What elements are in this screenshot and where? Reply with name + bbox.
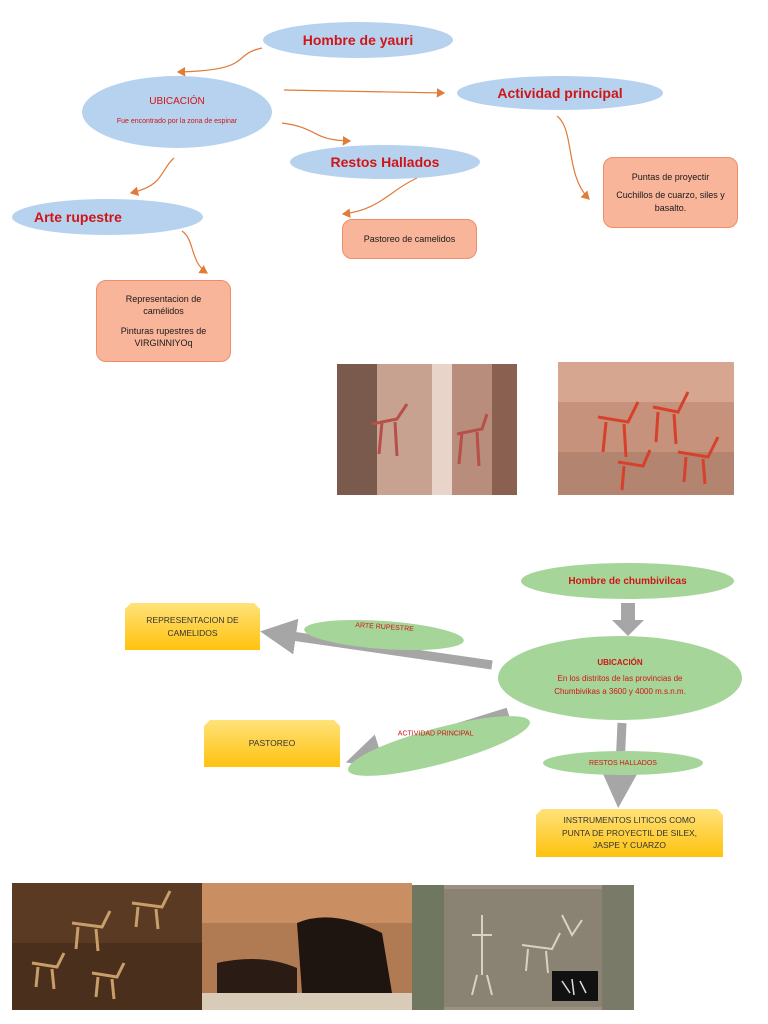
connector-ubicacion-to-restos bbox=[281, 122, 352, 146]
connector-ubicacion-to-actividad bbox=[283, 88, 446, 98]
node-arte-rupestre-label: Arte rupestre bbox=[34, 209, 122, 225]
connector-main-to-ubicacion bbox=[176, 47, 263, 77]
photo-petroglyph-camelids bbox=[12, 883, 202, 1010]
node-ubicacion-text: Fue encontrado por la zona de espinar bbox=[116, 118, 238, 126]
node-restos-hallados-bottom: RESTOS HALLADOS bbox=[543, 751, 703, 775]
photo-cave-entrance bbox=[202, 883, 412, 1010]
connector-restos-to-box bbox=[341, 177, 418, 218]
gray-arrow-ubicacion-to-arte bbox=[260, 618, 493, 670]
box-pastoreo-text: PASTOREO bbox=[248, 738, 296, 749]
box-actividad-line-2: Cuchillos de cuarzo, siles y basalto. bbox=[616, 190, 725, 213]
box-actividad: Puntas de proyectir Cuchillos de cuarzo,… bbox=[603, 157, 738, 228]
node-restos-hallados-bottom-label: RESTOS HALLADOS bbox=[589, 759, 657, 767]
box-restos-text: Pastoreo de camelidos bbox=[363, 233, 456, 244]
connector-actividad-to-box bbox=[556, 115, 590, 200]
box-arte: Representacion de camélidos Pinturas rup… bbox=[96, 280, 231, 362]
node-actividad-principal: Actividad principal bbox=[457, 76, 663, 110]
node-restos-hallados-label: Restos Hallados bbox=[330, 154, 440, 170]
box-arte-line-1: Representacion de camélidos bbox=[125, 293, 202, 316]
node-hombre-de-chumbivilcas: Hombre de chumbivilcas bbox=[521, 563, 734, 599]
node-ubicacion: UBICACIÓN Fue encontrado por la zona de … bbox=[82, 76, 272, 148]
node-ubicacion-bottom-title: UBICACIÓN bbox=[597, 657, 643, 667]
connector-ubicacion-to-arte bbox=[129, 157, 175, 197]
gray-down-arrow bbox=[612, 603, 644, 636]
photo-rock-art-camelids-1 bbox=[337, 364, 517, 495]
node-hombre-de-chumbivilcas-label: Hombre de chumbivilcas bbox=[568, 575, 687, 587]
box-pastoreo: PASTOREO bbox=[204, 720, 340, 767]
node-hombre-de-yauri-label: Hombre de yauri bbox=[302, 32, 414, 48]
photo-petroglyph-figures bbox=[412, 885, 634, 1010]
node-ubicacion-bottom: UBICACIÓN En los distritos de las provin… bbox=[498, 636, 742, 720]
node-hombre-de-yauri: Hombre de yauri bbox=[263, 22, 453, 58]
node-actividad-principal-bottom-label: ACTIVIDAD PRINCIPAL bbox=[397, 730, 474, 738]
node-ubicacion-bottom-text: En los distritos de las provincias de Ch… bbox=[554, 673, 686, 696]
photo-rock-art-camelids-2 bbox=[558, 362, 734, 495]
box-representacion-camelidos-text: REPRESENTACION DE CAMELIDOS bbox=[146, 614, 239, 638]
box-instrumentos-liticos: INSTRUMENTOS LITICOS COMO PUNTA DE PROYE… bbox=[536, 809, 723, 857]
node-actividad-principal-label: Actividad principal bbox=[497, 85, 623, 101]
node-arte-rupestre-bottom-label: ARTE RUPESTRE bbox=[355, 621, 414, 634]
box-representacion-camelidos: REPRESENTACION DE CAMELIDOS bbox=[125, 603, 260, 650]
box-restos: Pastoreo de camelidos bbox=[342, 219, 477, 259]
node-restos-hallados: Restos Hallados bbox=[290, 145, 480, 179]
node-arte-rupestre: Arte rupestre bbox=[12, 199, 203, 235]
box-actividad-line-1: Puntas de proyectir bbox=[631, 172, 710, 183]
top-connectors bbox=[129, 47, 590, 274]
box-instrumentos-liticos-text: INSTRUMENTOS LITICOS COMO PUNTA DE PROYE… bbox=[561, 814, 698, 851]
node-ubicacion-title: UBICACIÓN bbox=[149, 96, 205, 108]
box-arte-line-2: Pinturas rupestres de VIRGINNIYOq bbox=[120, 326, 207, 349]
connector-arte-to-box bbox=[181, 230, 209, 274]
